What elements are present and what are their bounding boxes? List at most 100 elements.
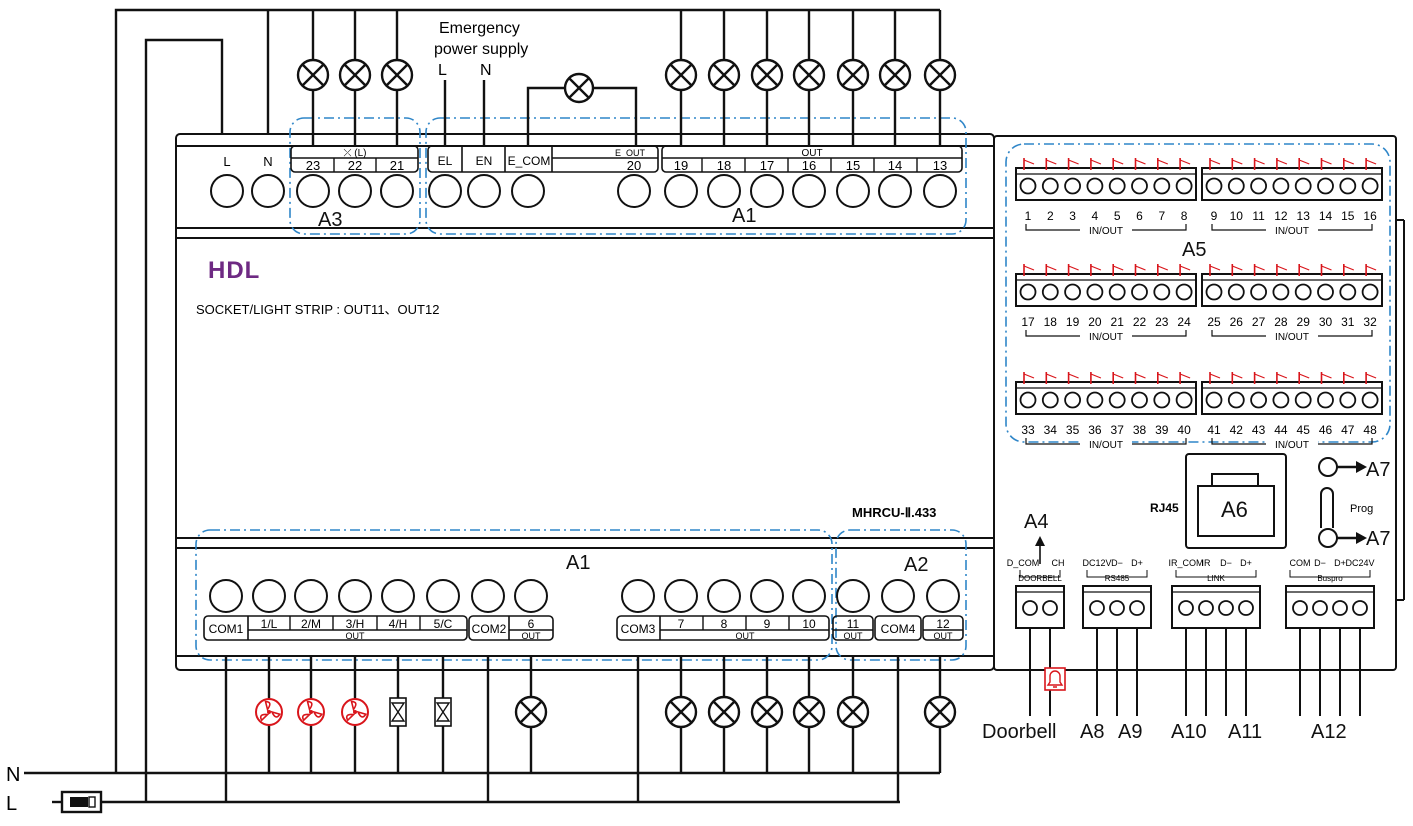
io-screw [1361, 391, 1379, 409]
io-screw [1064, 283, 1081, 301]
wires [24, 8, 942, 804]
terminal-label-5c: 5/C [434, 617, 453, 631]
lamp-icon [923, 695, 957, 729]
zone-a3 [289, 117, 421, 235]
doorbell-label: Doorbell [982, 721, 1056, 743]
io-screw [1339, 391, 1357, 409]
io-screw [1153, 283, 1171, 301]
lamp-cross [755, 63, 779, 87]
zone-a1-bottom [195, 529, 833, 661]
terminal-screw [836, 579, 870, 613]
lamp-cross [669, 63, 693, 87]
lamp-cross [755, 700, 779, 724]
socket-note: SOCKET/LIGHT STRIP : OUT11、OUT12 [196, 302, 439, 317]
lamp-cross [385, 63, 409, 87]
io-pin-number: 42 [1230, 423, 1244, 437]
io-pin-mark [1023, 159, 1035, 165]
io-pin-mark [1090, 159, 1102, 165]
terminal-screw [923, 174, 957, 208]
fan-hub [353, 710, 357, 714]
connector-screw [1292, 600, 1308, 616]
terminal-label-20: 20 [627, 158, 641, 173]
mains-l-label: L [6, 793, 17, 815]
terminal-label-en: EN [476, 154, 493, 168]
connector-pin-label: D− [1314, 558, 1326, 568]
lamp-cross [797, 700, 821, 724]
lamp-icon [836, 695, 870, 729]
io-screw [1361, 177, 1379, 195]
lamp-icon [836, 58, 870, 92]
io-pin-number: 12 [1274, 209, 1288, 223]
area-label-a7-top: A7 [1366, 459, 1390, 481]
connector-bracket [1019, 570, 1061, 578]
io-pin-number: 1 [1025, 209, 1032, 223]
connector-pin-label: D+ [1334, 558, 1346, 568]
io-screw [1041, 391, 1059, 409]
io-pin-mark [1179, 159, 1191, 165]
terminal-label-com1: COM1 [209, 622, 244, 636]
lamp-icon [338, 58, 372, 92]
area-label-a8: A8 [1080, 721, 1104, 743]
io-label: IN/OUT [1089, 332, 1123, 343]
connector-pin-label: CH [1052, 558, 1065, 568]
terminal-label-22: 22 [348, 158, 362, 173]
io-pin-mark [1254, 373, 1265, 379]
terminal-out11-sub: OUT [844, 631, 864, 641]
io-pin-number: 47 [1341, 423, 1355, 437]
rj45-label: RJ45 [1150, 501, 1179, 515]
area-label-a1-top: A1 [732, 205, 756, 227]
io-screw [1361, 283, 1379, 301]
io-pin-number: 27 [1252, 315, 1266, 329]
io-pin-mark [1023, 373, 1035, 379]
io-screw [1205, 283, 1223, 301]
io-pin-mark [1232, 159, 1243, 165]
io-pin-mark [1276, 265, 1288, 271]
io-module-housing [993, 135, 1397, 671]
io-pin-mark [1023, 265, 1035, 271]
zone-a5 [1005, 143, 1391, 443]
terminal-out-header: OUT [801, 148, 822, 159]
lamp-icon [563, 72, 595, 104]
lamp-icon [380, 58, 414, 92]
io-label-bg [1266, 330, 1318, 342]
terminal-screw [617, 174, 651, 208]
connector-screw [1042, 600, 1058, 616]
terminal-label-1l: 1/L [261, 617, 278, 631]
terminal-screw [428, 174, 462, 208]
terminal-screw [381, 579, 415, 613]
terminal-screw [926, 579, 960, 613]
io-pin-mark [1090, 265, 1102, 271]
io-pin-number: 30 [1319, 315, 1333, 329]
io-pin-mark [1232, 373, 1243, 379]
connector-caption: RS485 [1105, 574, 1130, 583]
io-pin-mark [1276, 373, 1288, 379]
io-label-bg [1266, 224, 1318, 236]
lamp-cross [928, 700, 952, 724]
connector-screw [1089, 600, 1105, 616]
io-pin-mark [1232, 265, 1243, 271]
io-screw [1317, 177, 1334, 195]
area-label-a2: A2 [904, 554, 928, 576]
terminal-group3-sub: OUT [736, 631, 756, 641]
io-pin-number: 33 [1021, 423, 1035, 437]
connector-pin-label: IR [1202, 558, 1212, 568]
io-pin-mark [1298, 159, 1310, 165]
terminal-eout-header: E_OUT [615, 148, 646, 158]
terminal-screw [294, 579, 328, 613]
io-pin-mark [1112, 159, 1124, 165]
emergency-n: N [480, 62, 492, 79]
terminal-group-a3-header: ⤫ (L) [344, 148, 367, 159]
io-pin-mark [1254, 159, 1265, 165]
io-pin-mark [1365, 265, 1377, 271]
io-screw [1294, 177, 1312, 195]
io-pin-number: 34 [1044, 423, 1058, 437]
terminal-screw [621, 579, 655, 613]
connector-screw [1218, 600, 1234, 616]
io-label: IN/OUT [1089, 226, 1123, 237]
io-screw [1272, 391, 1290, 409]
